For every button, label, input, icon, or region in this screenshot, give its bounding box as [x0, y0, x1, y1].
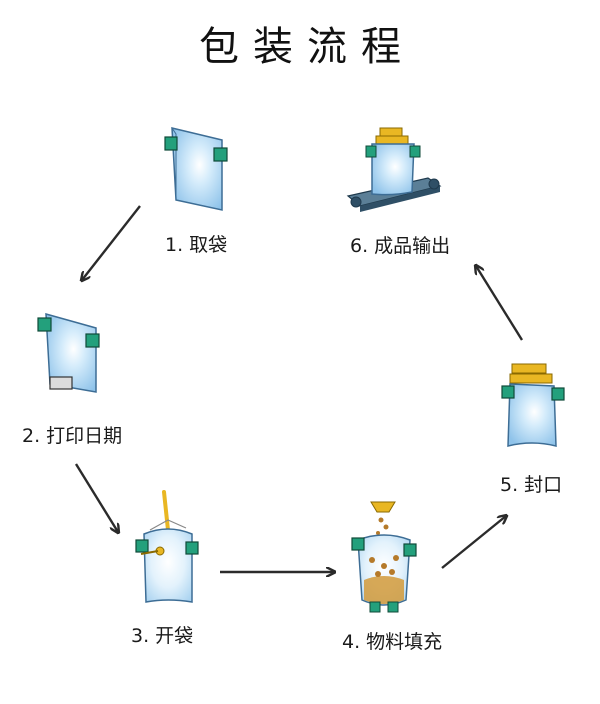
- print-date-icon: [37, 312, 100, 393]
- material-filling-icon: [351, 501, 417, 613]
- step-4-label: 4. 物料填充: [342, 631, 443, 653]
- open-bag-icon: [135, 490, 199, 603]
- take-bag-icon: [164, 127, 228, 211]
- product-output-icon: [346, 127, 442, 212]
- seal-bag-icon: [501, 363, 565, 447]
- step-6-label: 6. 成品输出: [350, 235, 451, 257]
- step-5-label: 5. 封口: [500, 474, 563, 496]
- step-3-label: 3. 开袋: [131, 625, 194, 647]
- step-1-label: 1. 取袋: [165, 234, 228, 256]
- arrow-4-to-5: [441, 516, 506, 569]
- arrow-5-to-6: [476, 266, 524, 341]
- diagram-title: 包装流程: [199, 24, 415, 70]
- step-2-label: 2. 打印日期: [22, 425, 123, 447]
- arrow-2-to-3: [74, 463, 118, 532]
- arrow-1-to-2: [82, 205, 141, 280]
